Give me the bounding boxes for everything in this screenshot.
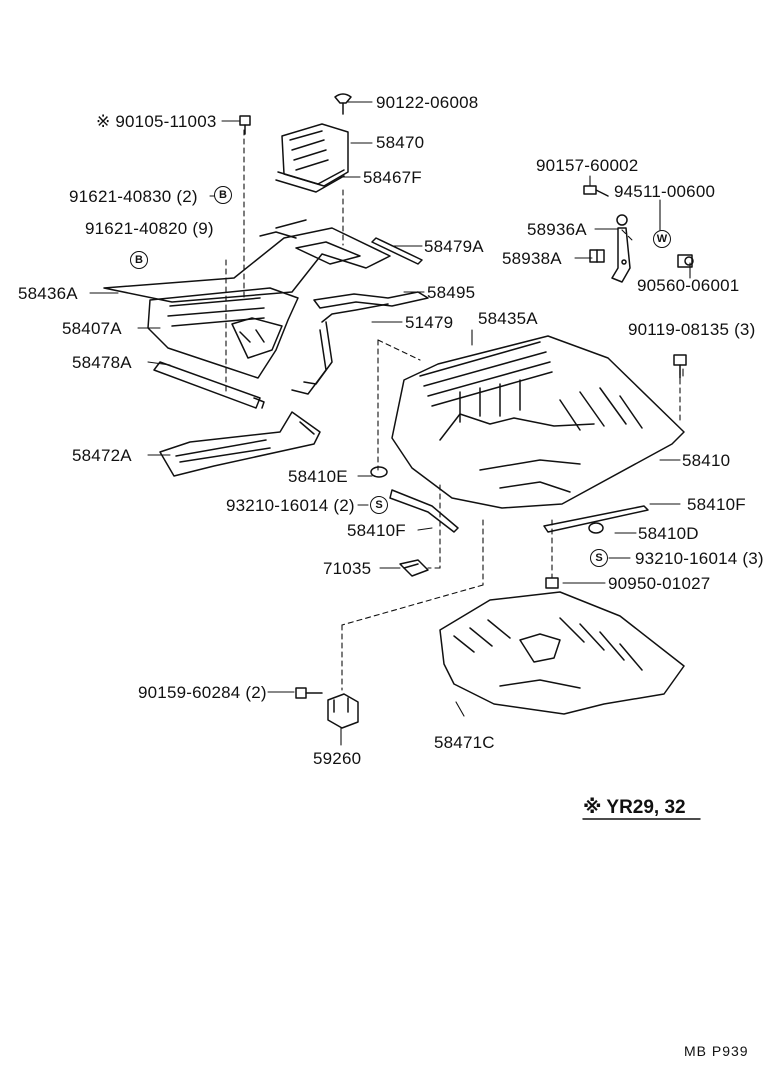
- part-label-58471C: 58471C: [434, 733, 495, 752]
- bolt-icon: [239, 115, 251, 135]
- pipe-51479: [291, 303, 389, 395]
- part-label-90122-06008: 90122-06008: [376, 93, 479, 112]
- side-panel-58472A: [159, 411, 321, 477]
- part-label-93210-16014-2: 93210-16014 (2): [226, 496, 355, 515]
- nut-icon: [545, 577, 559, 589]
- mount-71035: [399, 559, 429, 577]
- washer-icon: [370, 466, 388, 478]
- part-label-58436A: 58436A: [18, 284, 78, 303]
- bolt-symbol-b-icon: B: [214, 186, 232, 204]
- leader-lines: [89, 101, 701, 820]
- part-label-58495: 58495: [427, 283, 476, 302]
- page-code: MB P939: [684, 1043, 749, 1059]
- floor-tunnel-58436A: [103, 219, 391, 303]
- part-label-90950-01027: 90950-01027: [608, 574, 711, 593]
- part-label-51479: 51479: [405, 313, 454, 332]
- bracket-59260: [327, 693, 359, 729]
- under-cover-58471C: [439, 591, 685, 715]
- part-label-58479A: 58479A: [424, 237, 484, 256]
- part-label-58478A: 58478A: [72, 353, 132, 372]
- clip-icon: [334, 93, 352, 115]
- part-label-90159-60284: 90159-60284 (2): [138, 683, 267, 702]
- part-label-58936A: 58936A: [527, 220, 587, 239]
- bolt-symbol-b-icon: B: [130, 251, 148, 269]
- bolt-icon: [583, 185, 609, 197]
- washer-icon: [588, 522, 604, 534]
- applicability-note: ※ YR29, 32: [583, 797, 686, 818]
- strip-58478A: [153, 361, 265, 409]
- strip-58479A: [371, 237, 423, 265]
- nut-icon: [677, 254, 694, 268]
- part-label-58470: 58470: [376, 133, 425, 152]
- part-label-58472A: 58472A: [72, 446, 132, 465]
- part-label-58467F: 58467F: [363, 168, 422, 187]
- part-label-91621-40830: 91621-40830 (2): [69, 187, 198, 206]
- part-label-90105-11003: ※ 90105-11003: [96, 112, 217, 131]
- part-label-58410F-left: 58410F: [347, 521, 406, 540]
- seal-symbol-s-icon: S: [370, 496, 388, 514]
- part-label-58410D: 58410D: [638, 524, 699, 543]
- rivet-icon: [295, 687, 323, 699]
- part-label-90119-08135: 90119-08135 (3): [628, 320, 756, 339]
- bracket-58936A: [611, 214, 631, 283]
- pipe-58495: [313, 291, 429, 309]
- part-label-91621-40820: 91621-40820 (9): [85, 219, 214, 238]
- under-cover-58410: [391, 335, 685, 509]
- part-label-93210-16014-3: 93210-16014 (3): [635, 549, 764, 568]
- bolt-icon: [673, 354, 687, 379]
- part-label-58410F-right: 58410F: [687, 495, 746, 514]
- part-label-58410E: 58410E: [288, 467, 348, 486]
- strip-58410F-left: [389, 489, 459, 533]
- seal-symbol-s-icon: S: [590, 549, 608, 567]
- part-label-58410: 58410: [682, 451, 731, 470]
- part-label-90157-60002: 90157-60002: [536, 156, 639, 175]
- part-label-94511-00600: 94511-00600: [614, 182, 716, 201]
- part-label-90560-06001: 90560-06001: [637, 276, 740, 295]
- strip-58410F-right: [543, 505, 649, 533]
- part-label-58407A: 58407A: [62, 319, 122, 338]
- part-label-58938A: 58938A: [502, 249, 562, 268]
- part-label-59260: 59260: [313, 749, 362, 768]
- part-label-71035: 71035: [323, 559, 372, 578]
- clip-icon: [589, 249, 605, 263]
- part-label-58435A: 58435A: [478, 309, 538, 328]
- boot-cover-58470: [275, 123, 349, 193]
- washer-symbol-w-icon: W: [653, 230, 671, 248]
- floor-pan-58407A: [147, 287, 299, 379]
- assembly-dash-lines: [225, 129, 681, 691]
